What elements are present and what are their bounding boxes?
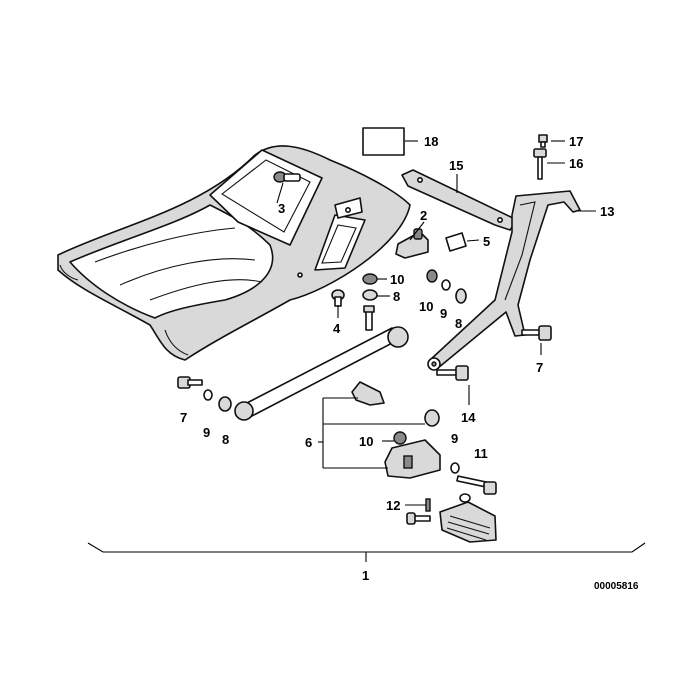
callout-17: 17 xyxy=(569,134,583,149)
footrest-mount-part-6 xyxy=(384,409,441,479)
callout-10-lower: 10 xyxy=(359,434,373,449)
callout-14: 14 xyxy=(461,410,476,425)
washer-part-9-right xyxy=(441,279,451,291)
washer-part-8-left xyxy=(218,396,232,412)
bolt-part-7-left xyxy=(177,376,203,389)
pin-part-12 xyxy=(406,498,431,525)
washer-part-9-lower xyxy=(450,462,460,474)
screw-part-3 xyxy=(273,171,301,183)
washer-part-9-left xyxy=(203,389,213,401)
callout-12: 12 xyxy=(386,498,400,513)
callout-10-center: 10 xyxy=(390,272,404,287)
label-part-18 xyxy=(362,127,405,156)
callout-18: 18 xyxy=(424,134,438,149)
washer-part-8-center xyxy=(362,289,378,301)
callout-8-left: 8 xyxy=(222,432,229,447)
callout-13: 13 xyxy=(600,204,614,219)
footpeg-part-12 xyxy=(439,493,497,543)
callout-9-right: 9 xyxy=(440,306,447,321)
clip-part-6 xyxy=(351,381,385,406)
callout-labels: 18 17 16 15 13 3 2 5 10 8 10 9 8 4 7 14 … xyxy=(180,134,639,592)
bolt-part-14 xyxy=(436,365,469,381)
nut-part-10-center xyxy=(362,273,378,285)
callout-16: 16 xyxy=(569,156,583,171)
callout-7-right: 7 xyxy=(536,360,543,375)
leader-lines xyxy=(87,140,646,562)
callout-3: 3 xyxy=(278,201,285,216)
callout-15: 15 xyxy=(449,158,463,173)
pad-part-5 xyxy=(445,232,467,252)
callout-5: 5 xyxy=(483,234,490,249)
nut-part-10-right xyxy=(426,269,438,283)
nut-part-10-lower xyxy=(393,431,407,445)
callout-2: 2 xyxy=(420,208,427,223)
callout-1: 1 xyxy=(362,568,369,583)
screw-part-17 xyxy=(538,134,548,148)
callout-4: 4 xyxy=(333,321,341,336)
callout-8-center: 8 xyxy=(393,289,400,304)
callout-9-lower: 9 xyxy=(451,431,458,446)
bolt-part-16 xyxy=(533,148,547,180)
bolt-part-4 xyxy=(331,289,345,307)
bolt-part-7-right xyxy=(521,325,552,341)
bolt-part-11 xyxy=(456,475,497,495)
callout-9-left: 9 xyxy=(203,425,210,440)
callout-6: 6 xyxy=(305,435,312,450)
rear-seat-fairing xyxy=(57,145,411,361)
document-number: 00005816 xyxy=(594,581,639,592)
callout-8-right: 8 xyxy=(455,316,462,331)
latch-part-2 xyxy=(395,228,429,259)
washer-part-8-right xyxy=(455,288,467,304)
callout-10-right: 10 xyxy=(419,299,433,314)
callout-7-left: 7 xyxy=(180,410,187,425)
callout-11: 11 xyxy=(474,446,488,461)
bracket-part-15 xyxy=(401,169,518,231)
footrest-rod-part-6 xyxy=(234,305,409,421)
